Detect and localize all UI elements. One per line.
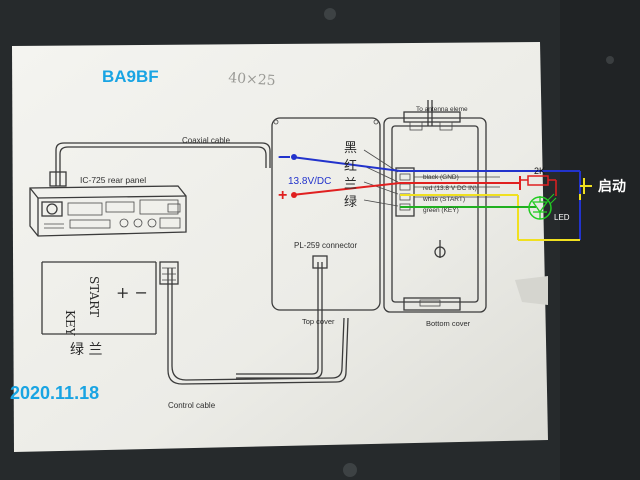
- handwritten-black: 黑: [344, 141, 357, 156]
- handwritten-green: 绿: [344, 195, 357, 210]
- handwritten-key: KEY: [63, 310, 77, 337]
- coaxial-cable: [49, 142, 271, 187]
- callsign: BA9BF: [102, 67, 159, 86]
- screw-hole: [343, 463, 357, 477]
- plus-sign: +: [278, 187, 287, 204]
- date-stamp: 2020.11.18: [10, 383, 99, 403]
- handwritten-start: START: [87, 276, 101, 317]
- paper-sheet: [12, 42, 548, 452]
- screw-hole: [606, 56, 614, 64]
- screw-hole: [324, 8, 336, 20]
- handwritten-red: 红: [344, 158, 357, 174]
- coaxial-cable-label: Coaxial cable: [182, 136, 231, 145]
- handwritten-blue: 兰: [344, 177, 357, 192]
- key-start-note: [41, 261, 157, 335]
- switch-icon: [579, 171, 592, 200]
- antenna-label: To antenna eleme: [416, 106, 468, 113]
- pl259-label: PL-259 connector: [294, 241, 357, 250]
- tuner-top-cover: [271, 117, 381, 311]
- rear-panel-label: IC-725 rear panel: [80, 175, 146, 185]
- control-plug: [159, 261, 179, 285]
- paper-torn-corner: [515, 276, 548, 305]
- wire-white-label: white (START): [422, 196, 465, 203]
- voltage-label: 13.8V/DC: [288, 176, 331, 187]
- resistor-label: 2K: [534, 166, 545, 176]
- pl259-connector: [312, 255, 328, 269]
- top-cover-label: Top cover: [302, 317, 335, 326]
- minus-sign: -: [278, 148, 283, 165]
- red-wire: [291, 182, 401, 196]
- coax-connector-icon: [49, 171, 67, 187]
- radio-rear-panel-icon: [29, 185, 187, 237]
- wire-red-label: red (13.8 V DC IN): [423, 185, 477, 192]
- handwritten-green-blue: 绿 兰: [70, 342, 102, 358]
- control-cable: [159, 261, 349, 385]
- bottom-cover-label: Bottom cover: [426, 319, 471, 328]
- pencil-note: 40×25: [228, 70, 276, 89]
- handwritten-plus-minus: + −: [116, 283, 148, 302]
- wire-green-label: green (KEY): [423, 207, 459, 214]
- wire-black-label: black (GND): [423, 174, 459, 181]
- led-label: LED: [554, 213, 570, 222]
- blue-wire: [291, 156, 401, 172]
- pl259-cable: [236, 262, 319, 375]
- control-cable-label: Control cable: [168, 401, 216, 410]
- overlay-wiring: [280, 154, 592, 241]
- tuner-box-icon: [383, 100, 487, 313]
- start-label: 启动: [598, 178, 626, 195]
